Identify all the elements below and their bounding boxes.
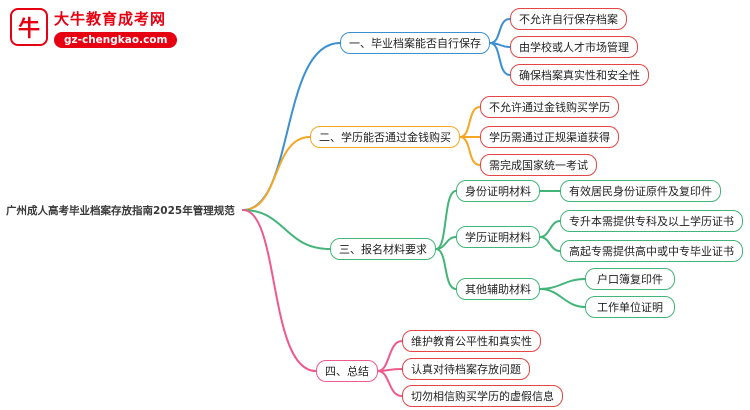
branch-1-node: 一、毕业档案能否自行保存 xyxy=(340,32,490,54)
leaf-node: 有效居民身份证原件及复印件 xyxy=(560,180,721,202)
leaf-node: 专升本需提供专科及以上学历证书 xyxy=(560,210,743,232)
sub-branch-node: 其他辅助材料 xyxy=(456,278,540,300)
leaf-node: 切勿相信购买学历的虚假信息 xyxy=(402,385,563,407)
leaf-node: 认真对待档案存放问题 xyxy=(402,358,530,380)
root-topic: 广州成人高考毕业档案存放指南2025年管理规范 xyxy=(6,205,235,217)
leaf-node: 高起专需提供高中或中专毕业证书 xyxy=(560,240,743,262)
leaf-node: 不允许自行保存档案 xyxy=(510,8,627,30)
leaf-node: 由学校或人才市场管理 xyxy=(510,36,638,58)
site-logo[interactable]: 牛 大牛教育成考网 gz-chengkao.com xyxy=(10,8,178,48)
leaf-node: 不允许通过金钱购买学历 xyxy=(480,96,619,118)
leaf-node: 工作单位证明 xyxy=(585,296,675,318)
sub-branch-node: 学历证明材料 xyxy=(456,226,540,248)
sub-branch-node: 身份证明材料 xyxy=(456,180,540,202)
branch-3-node: 三、报名材料要求 xyxy=(330,238,436,260)
logo-text-block: 大牛教育成考网 gz-chengkao.com xyxy=(54,8,178,48)
branch-4-node: 四、总结 xyxy=(316,360,378,382)
bull-logo-icon: 牛 xyxy=(10,8,48,46)
logo-domain-badge[interactable]: gz-chengkao.com xyxy=(54,32,178,48)
leaf-node: 维护教育公平性和真实性 xyxy=(402,330,541,352)
leaf-node: 学历需通过正规渠道获得 xyxy=(480,126,619,148)
leaf-node: 户口簿复印件 xyxy=(585,268,675,290)
leaf-node: 确保档案真实性和安全性 xyxy=(510,64,649,86)
leaf-node: 需完成国家统一考试 xyxy=(480,154,597,176)
branch-2-node: 二、学历能否通过金钱购买 xyxy=(310,126,460,148)
logo-title: 大牛教育成考网 xyxy=(54,10,167,28)
